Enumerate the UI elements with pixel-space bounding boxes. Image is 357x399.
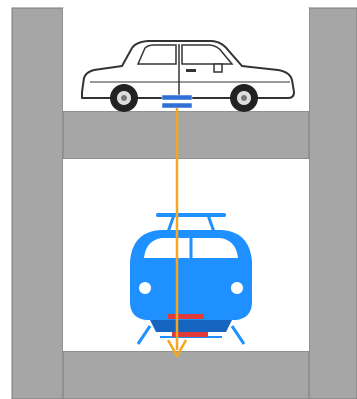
upper-slab [63, 111, 309, 159]
car-door-handle [186, 69, 196, 72]
train-left-headlight [139, 282, 151, 294]
left-wall [12, 8, 63, 399]
lower-slab [63, 351, 309, 399]
car-rear-wheel [110, 84, 138, 112]
train-skirt [150, 320, 232, 332]
right-wall [309, 8, 357, 399]
road-sensor-plate [162, 95, 192, 100]
train-right-headlight [231, 282, 243, 294]
road-sensor-plate-lower [162, 103, 192, 108]
track-sensor-plate [168, 314, 204, 319]
car-front-wheel [230, 84, 258, 112]
car-mirror [214, 64, 222, 72]
